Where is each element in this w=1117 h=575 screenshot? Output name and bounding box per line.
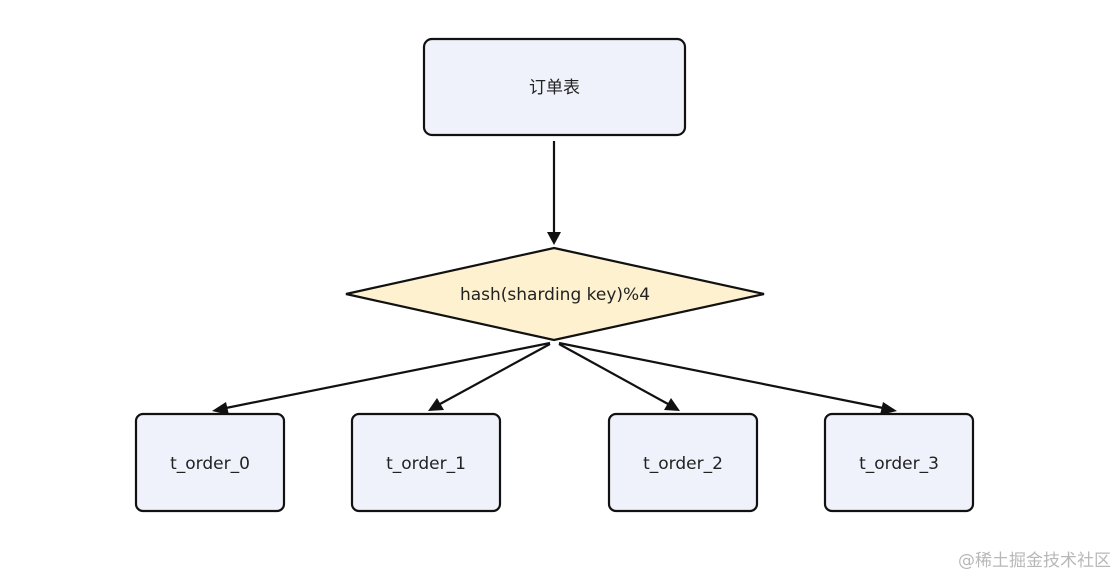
node-order-table-label: 订单表 [529, 78, 580, 98]
node-t-order-2-box [607, 412, 759, 513]
edge-decision-to-t-order-0 [212, 341, 551, 415]
edge-root-to-decision [547, 141, 561, 245]
arrowhead-icon [880, 402, 897, 415]
arrowhead-icon [428, 398, 444, 411]
edge-decision-to-t-order-1 [428, 343, 551, 411]
arrowhead-icon [547, 232, 561, 245]
node-hash-decision: hash(sharding key)%4 [345, 246, 765, 342]
node-t-order-2: t_order_2 [607, 412, 759, 513]
arrowhead-icon [212, 402, 229, 415]
node-hash-decision-label: hash(sharding key)%4 [460, 285, 650, 305]
edge-decision-to-t-order-2 [558, 343, 680, 411]
node-t-order-0-box [134, 412, 286, 513]
node-order-table: 订单表 [422, 37, 687, 137]
edge-decision-to-t-order-3 [558, 341, 897, 415]
node-t-order-0-label: t_order_0 [170, 454, 250, 474]
node-order-table-box [422, 37, 687, 137]
node-t-order-3-label: t_order_3 [859, 454, 939, 474]
node-t-order-0: t_order_0 [134, 412, 286, 513]
node-t-order-1: t_order_1 [350, 412, 502, 513]
node-hash-decision-diamond [345, 246, 765, 342]
node-t-order-1-label: t_order_1 [386, 454, 466, 474]
node-t-order-2-label: t_order_2 [643, 454, 723, 474]
node-t-order-3: t_order_3 [823, 412, 975, 513]
node-t-order-3-box [823, 412, 975, 513]
node-t-order-1-box [350, 412, 502, 513]
arrowhead-icon [664, 398, 680, 411]
watermark-text: @稀土掘金技术社区 [958, 551, 1111, 571]
